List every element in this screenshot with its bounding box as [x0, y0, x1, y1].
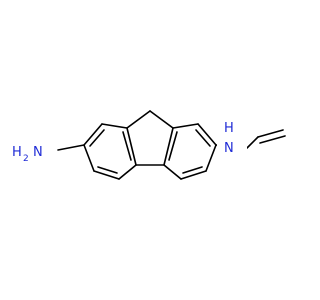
- bond: [118, 164, 137, 180]
- bond: [101, 123, 128, 129]
- bond: [163, 164, 182, 180]
- label-background: [10, 142, 56, 158]
- bond: [168, 131, 178, 161]
- structure-diagram: H 2 N H N: [10, 110, 286, 180]
- molecule-canvas: H 2 N H N: [10, 110, 286, 180]
- bond: [182, 166, 203, 174]
- bond: [89, 129, 105, 147]
- bond: [180, 170, 207, 180]
- bond: [172, 123, 199, 129]
- bond: [197, 123, 217, 146]
- bond: [97, 166, 118, 174]
- bond: [149, 110, 174, 129]
- label-background: [217, 119, 247, 155]
- nh-h-label: H: [224, 121, 234, 136]
- bond: [126, 110, 151, 129]
- bond-layer: [57, 110, 286, 180]
- nh-n-label: N: [224, 141, 234, 156]
- bond: [126, 127, 137, 166]
- bond: [83, 144, 95, 172]
- bond: [163, 127, 174, 166]
- bond: [195, 129, 211, 147]
- bond: [93, 170, 120, 180]
- atom-label-layer: H 2 N H N: [10, 119, 247, 164]
- nh2-n-label: N: [33, 145, 43, 160]
- bond: [246, 136, 259, 149]
- nh2-subscript-label: 2: [23, 154, 29, 164]
- bond: [205, 144, 217, 172]
- nh2-h-label: H: [12, 145, 22, 160]
- bond: [57, 144, 85, 151]
- bond: [122, 131, 132, 161]
- bond: [83, 123, 103, 146]
- bond: [259, 135, 286, 144]
- bond: [257, 129, 284, 138]
